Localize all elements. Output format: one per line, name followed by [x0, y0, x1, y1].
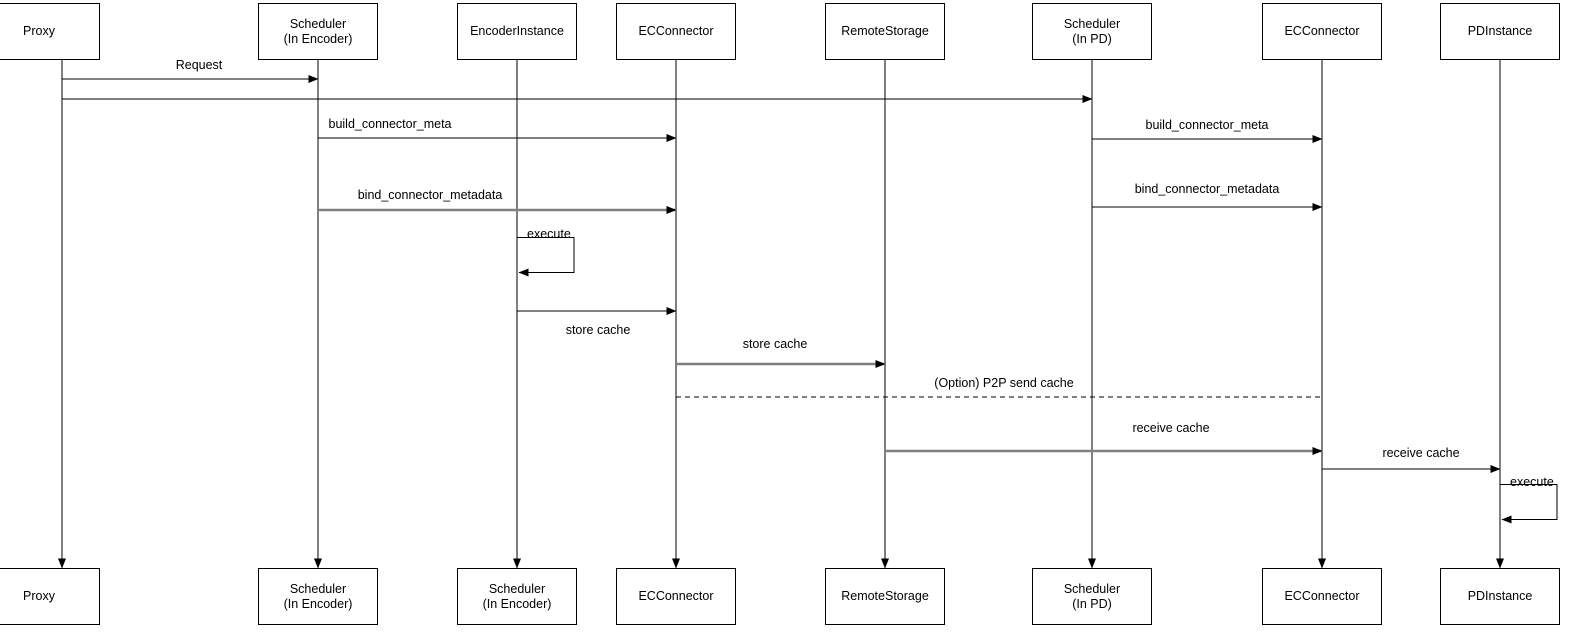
message-label-m11: receive cache	[1132, 421, 1210, 435]
actor-box-top-ec_conn_left: ECConnector	[616, 3, 736, 60]
message-label-m12: receive cache	[1382, 446, 1460, 460]
message-label-m7: execute	[527, 227, 571, 241]
actor-box-top-sched_pd: Scheduler (In PD)	[1032, 3, 1152, 60]
message-self-m7	[517, 237, 575, 277]
message-label-m9: store cache	[742, 337, 808, 351]
message-label-m5: bind_connector_metadata	[357, 188, 503, 202]
message-self-m13	[1500, 484, 1558, 524]
actor-box-top-encoder_inst: EncoderInstance	[457, 3, 577, 60]
actor-box-top-pd_inst: PDInstance	[1440, 3, 1560, 60]
actor-box-bottom-pd_inst: PDInstance	[1440, 568, 1560, 625]
lifelines-layer	[58, 60, 1504, 569]
messages-layer	[62, 75, 1558, 524]
actor-box-bottom-remote_store: RemoteStorage	[825, 568, 945, 625]
message-label-m13: execute	[1510, 475, 1554, 489]
actor-box-top-ec_conn_right: ECConnector	[1262, 3, 1382, 60]
actor-box-top-remote_store: RemoteStorage	[825, 3, 945, 60]
message-label-m8: store cache	[565, 323, 631, 337]
actor-box-bottom-ec_conn_left: ECConnector	[616, 568, 736, 625]
message-label-m10: (Option) P2P send cache	[934, 376, 1074, 390]
message-label-m1: Request	[175, 58, 223, 72]
message-label-m4: build_connector_meta	[1145, 118, 1269, 132]
message-label-m3: build_connector_meta	[328, 117, 452, 131]
actor-box-top-sched_enc: Scheduler (In Encoder)	[258, 3, 378, 60]
actor-box-bottom-proxy: Proxy	[0, 568, 100, 625]
actor-box-bottom-ec_conn_right: ECConnector	[1262, 568, 1382, 625]
actor-box-bottom-encoder_inst: Scheduler (In Encoder)	[457, 568, 577, 625]
message-label-m6: bind_connector_metadata	[1134, 182, 1280, 196]
actor-box-bottom-sched_pd: Scheduler (In PD)	[1032, 568, 1152, 625]
actor-box-bottom-sched_enc: Scheduler (In Encoder)	[258, 568, 378, 625]
actor-box-top-proxy: Proxy	[0, 3, 100, 60]
